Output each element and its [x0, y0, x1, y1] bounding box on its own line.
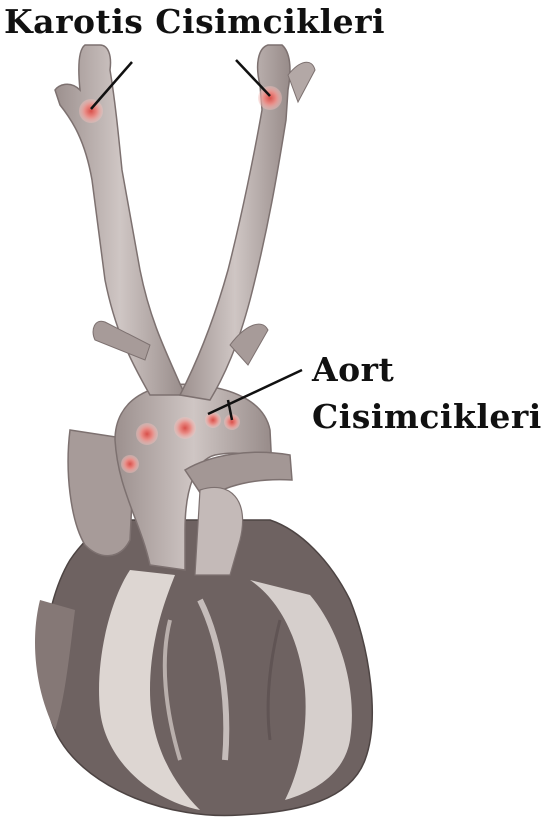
carotid-body-marker-left [79, 99, 103, 123]
aortic-body-marker-2 [174, 417, 196, 439]
aortic-body-marker-1 [136, 423, 158, 445]
aortic-bodies-label-line2: Cisimcikleri [312, 393, 542, 440]
aortic-body-marker-3 [205, 412, 221, 428]
carotid-bodies-label: Karotis Cisimcikleri [4, 2, 385, 41]
aortic-body-marker-5 [121, 455, 139, 473]
aortic-bodies-label: Aort Cisimcikleri [312, 346, 542, 440]
aortic-bodies-label-line1: Aort [312, 346, 542, 393]
carotid-body-marker-right [258, 86, 282, 110]
